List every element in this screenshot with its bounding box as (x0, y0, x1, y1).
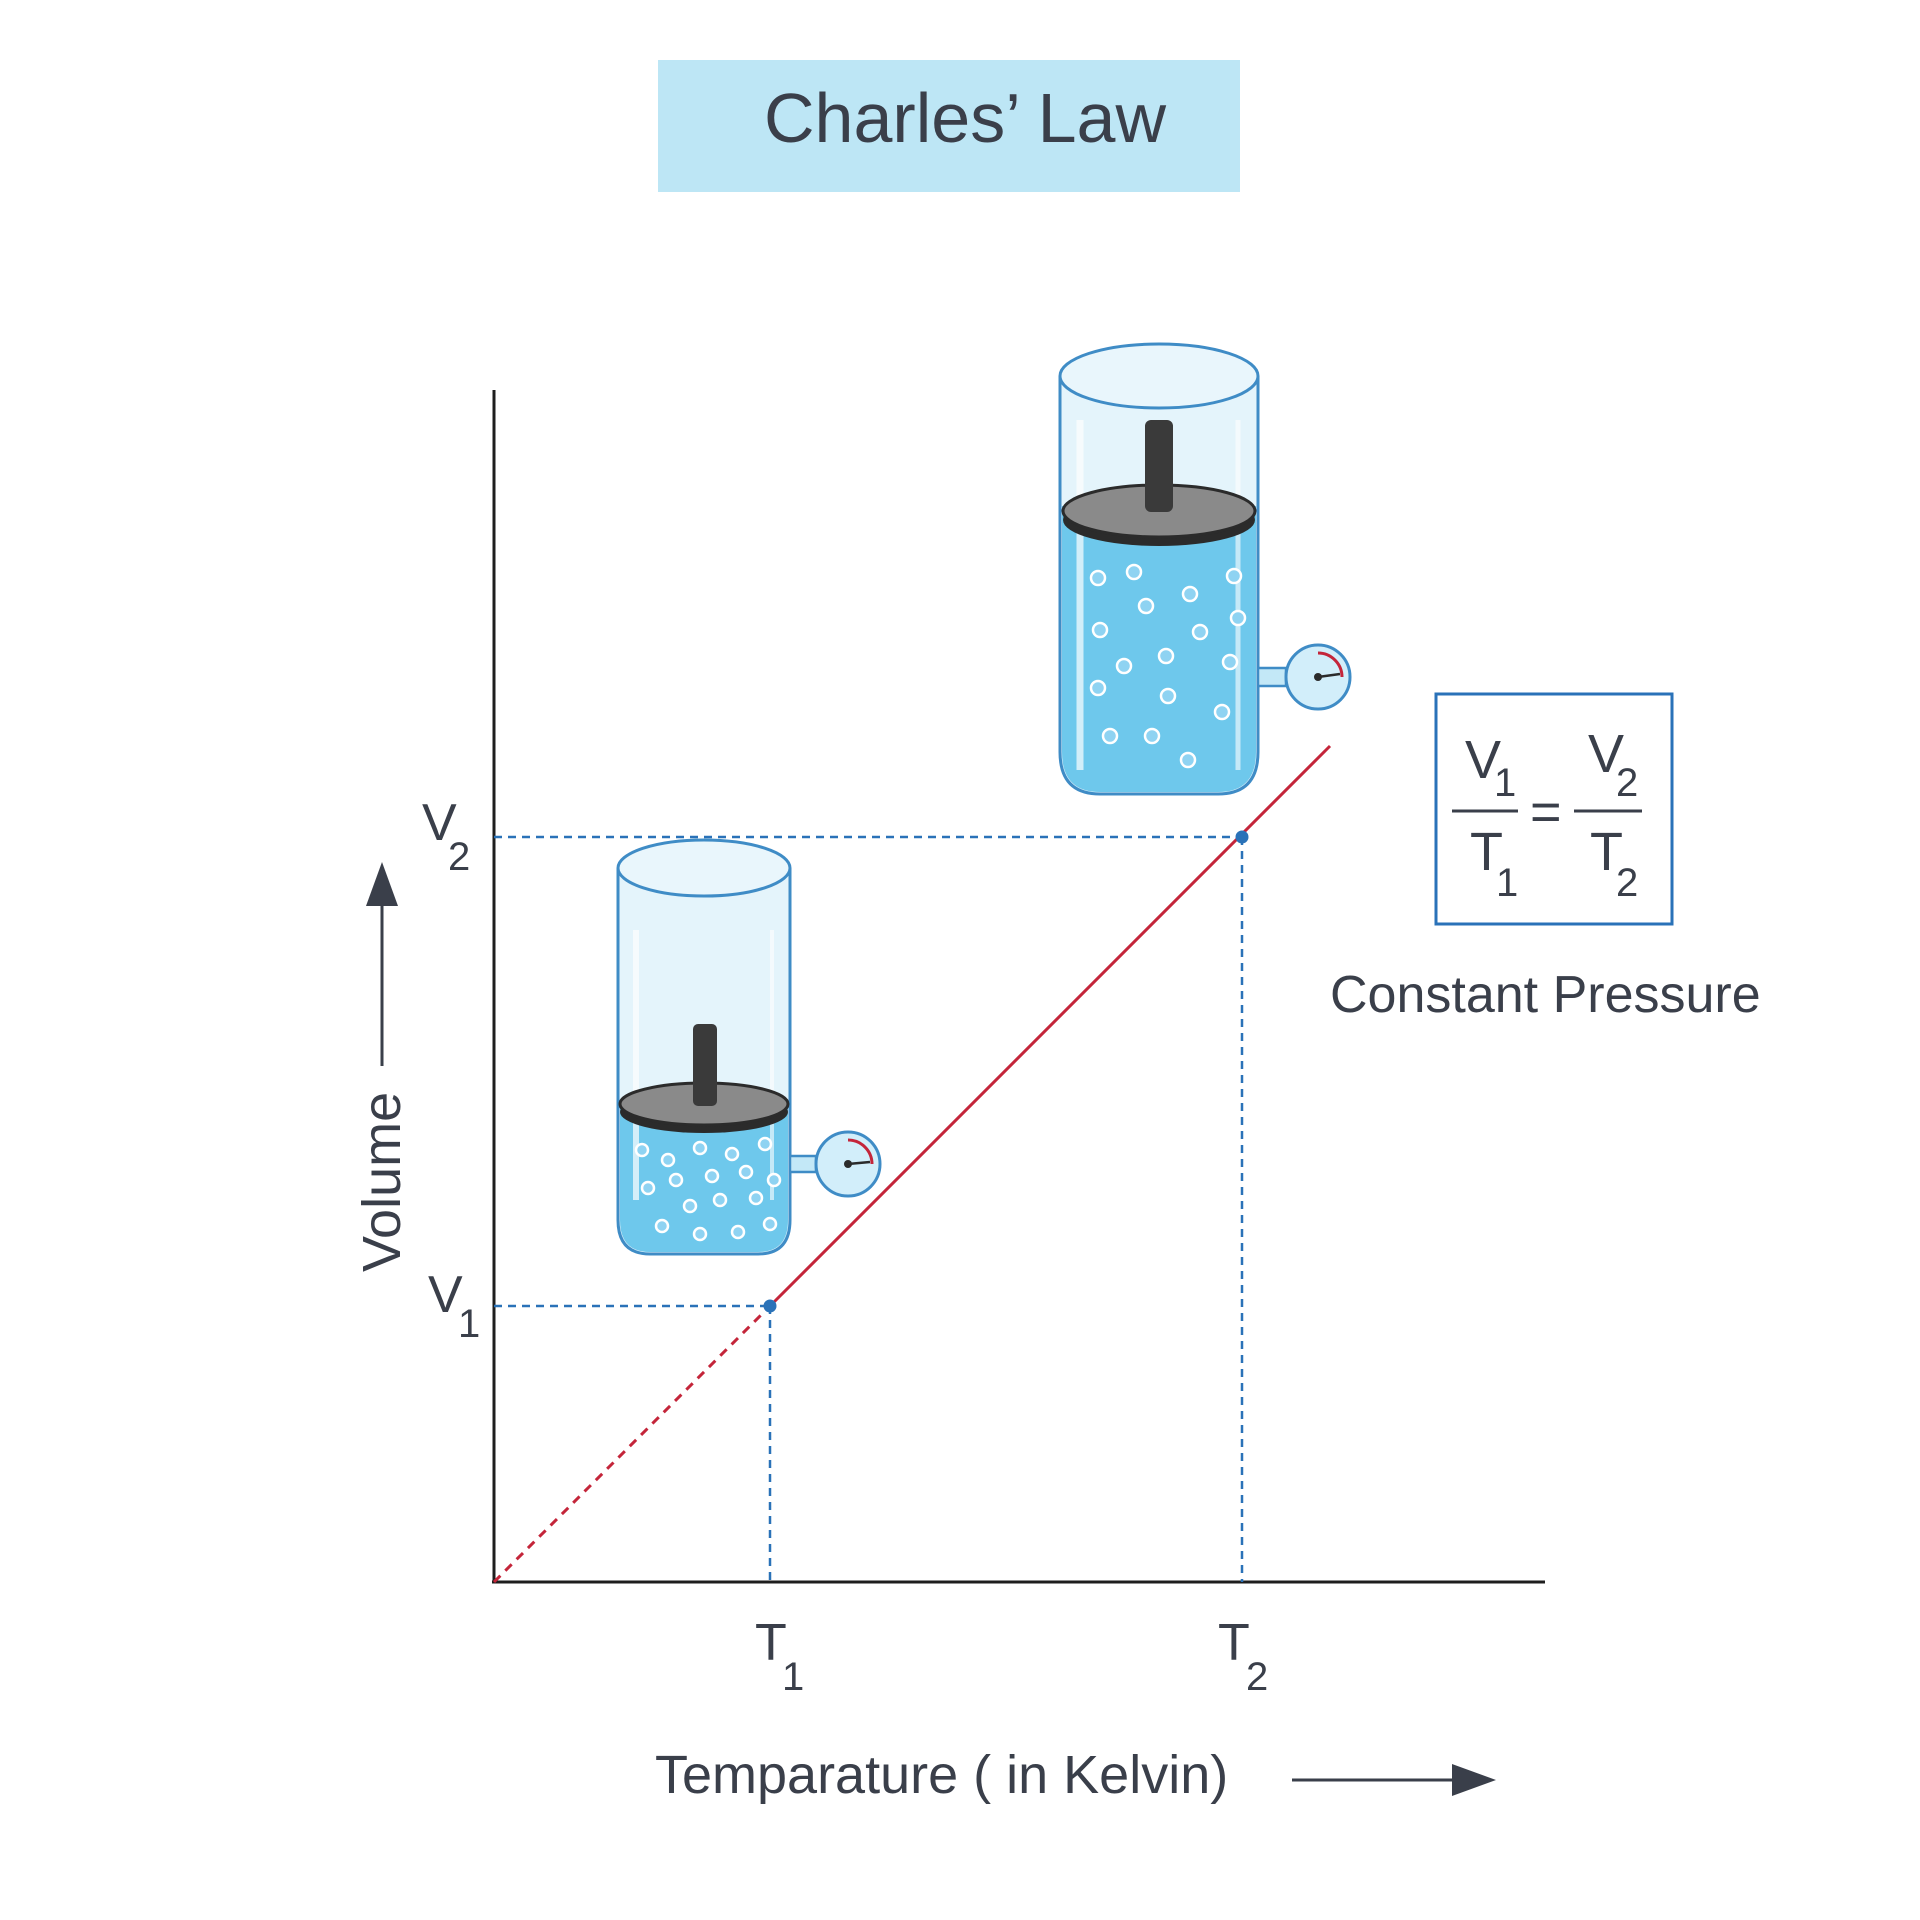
x-axis-arrow-head (1452, 1764, 1496, 1796)
title: Charles’ Law (764, 79, 1166, 157)
x-axis-title-group: Temparature ( in Kelvin) (655, 1745, 1496, 1805)
y-tick-v1: V 1 (428, 1266, 480, 1346)
constant-pressure-note: Constant Pressure (1330, 966, 1761, 1024)
measured-segment (768, 744, 1332, 1308)
cylinder-large-particles (1089, 563, 1247, 769)
formula-num-right-sub: 2 (1616, 761, 1638, 805)
y-tick-v2-sub: 2 (448, 835, 470, 879)
formula-den-right-main: T (1590, 822, 1623, 882)
cylinder-large-piston-rod (1145, 420, 1173, 512)
y-tick-v1-main: V (428, 1266, 463, 1324)
y-axis-title: Volume (352, 1092, 412, 1272)
cylinder-small (616, 838, 882, 1256)
y-axis-arrow-head (366, 862, 398, 906)
gauge-small (788, 1130, 882, 1198)
point-v2-t2 (1235, 830, 1249, 844)
cylinder-large-water (1062, 506, 1256, 792)
formula-box: V 1 T 1 = V 2 T 2 (1434, 692, 1674, 926)
x-tick-t2-main: T (1218, 1614, 1250, 1672)
formula-frame (1434, 692, 1674, 926)
gauge-large-arc (1317, 651, 1344, 678)
cylinder-small-piston-rod (693, 1024, 717, 1106)
x-tick-t2-sub: 2 (1246, 1655, 1268, 1699)
formula-num-left-main: V (1465, 730, 1501, 790)
gauge-large (1256, 643, 1352, 711)
extrapolated-segment (492, 1304, 772, 1584)
formula-den-left-main: T (1470, 822, 1503, 882)
x-tick-t2: T 2 (1218, 1614, 1268, 1699)
cylinder-small-water (620, 1108, 788, 1252)
y-tick-v2-main: V (422, 794, 457, 852)
x-axis-title: Temparature ( in Kelvin) (655, 1745, 1228, 1805)
y-axis-title-group: Volume (352, 862, 412, 1272)
guide-lines (494, 835, 1244, 1582)
cylinder-small-rim (616, 838, 792, 898)
gauge-small-arc (847, 1138, 874, 1165)
y-tick-v1-sub: 1 (458, 1302, 480, 1346)
formula-num-left-sub: 1 (1494, 761, 1516, 805)
formula-den-left-sub: 1 (1496, 861, 1518, 905)
x-tick-t1-sub: 1 (782, 1655, 804, 1699)
axes (492, 390, 1545, 1584)
formula-equals: = (1530, 782, 1562, 842)
formula-num-right-main: V (1588, 724, 1624, 784)
cylinder-small-particles (634, 1136, 782, 1242)
x-tick-t1: T 1 (755, 1614, 804, 1699)
point-v1-t1 (763, 1299, 777, 1313)
cylinder-large-rim (1058, 342, 1260, 410)
title-banner: Charles’ Law (658, 60, 1240, 192)
cylinder-large (1058, 342, 1352, 796)
title-background (658, 60, 1240, 192)
x-tick-t1-main: T (755, 1614, 787, 1672)
y-tick-v2: V 2 (422, 794, 470, 879)
formula-den-right-sub: 2 (1616, 861, 1638, 905)
